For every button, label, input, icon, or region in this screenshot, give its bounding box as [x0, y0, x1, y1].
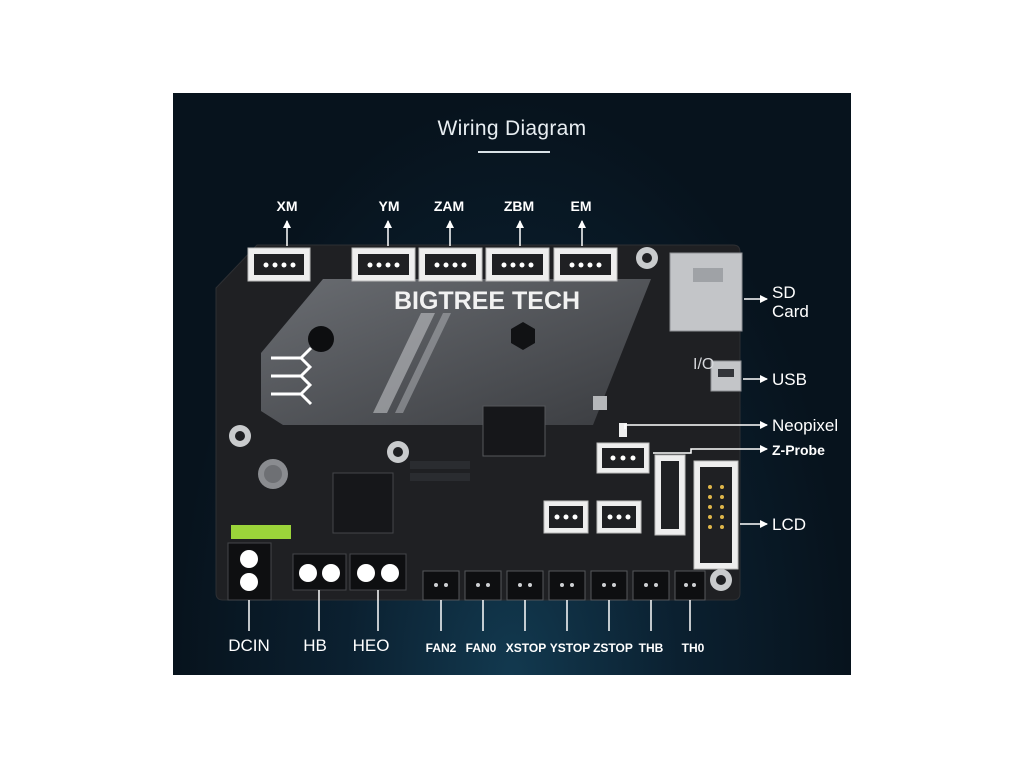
mcu-chip — [258, 396, 607, 534]
diagram-panel: Wiring Diagram BIGTREE TECH — [173, 93, 851, 675]
sd-card-slot — [669, 252, 743, 332]
heatsink: BIGTREE TECH — [261, 279, 651, 425]
wiring-diagram: BIGTREE TECH — [215, 198, 838, 655]
label-neopixel: Neopixel — [772, 416, 838, 435]
label-z-probe: Z-Probe — [772, 442, 825, 458]
z-probe-arrow — [653, 445, 768, 454]
label-zbm: ZBM — [504, 198, 534, 214]
label-thb: THB — [639, 641, 664, 655]
diagram-title: Wiring Diagram — [437, 117, 587, 140]
usb-port — [710, 360, 742, 392]
label-ym: YM — [379, 198, 400, 214]
neopixel-connector — [619, 423, 627, 437]
silk-io: I/O — [693, 356, 714, 373]
label-zam: ZAM — [434, 198, 464, 214]
fuse — [231, 525, 291, 539]
th0-connector — [674, 570, 706, 601]
label-th0: TH0 — [682, 641, 705, 655]
label-fan0: FAN0 — [466, 641, 497, 655]
label-sd-line2: Card — [772, 302, 809, 321]
label-heo: HEO — [353, 636, 390, 655]
fan2-connector — [422, 570, 460, 601]
label-em: EM — [571, 198, 592, 214]
label-fan2: FAN2 — [426, 641, 457, 655]
label-sd-line1: SD — [772, 283, 796, 302]
label-usb: USB — [772, 370, 807, 389]
brand-logo: BIGTREE TECH — [394, 287, 580, 315]
neopixel-arrow — [624, 421, 768, 429]
title-underline — [478, 151, 550, 153]
label-hb: HB — [303, 636, 327, 655]
label-dcin: DCIN — [228, 636, 270, 655]
label-lcd: LCD — [772, 515, 806, 534]
label-xstop: XSTOP — [506, 641, 546, 655]
tree-logo-icon — [271, 346, 313, 406]
thb-connector — [632, 570, 670, 601]
label-xm: XM — [277, 198, 298, 214]
label-ystop: YSTOP — [550, 641, 590, 655]
fan0-connector — [464, 570, 502, 601]
xstop-connector — [506, 570, 544, 601]
zstop-connector — [590, 570, 628, 601]
ystop-connector — [548, 570, 586, 601]
label-zstop: ZSTOP — [593, 641, 633, 655]
